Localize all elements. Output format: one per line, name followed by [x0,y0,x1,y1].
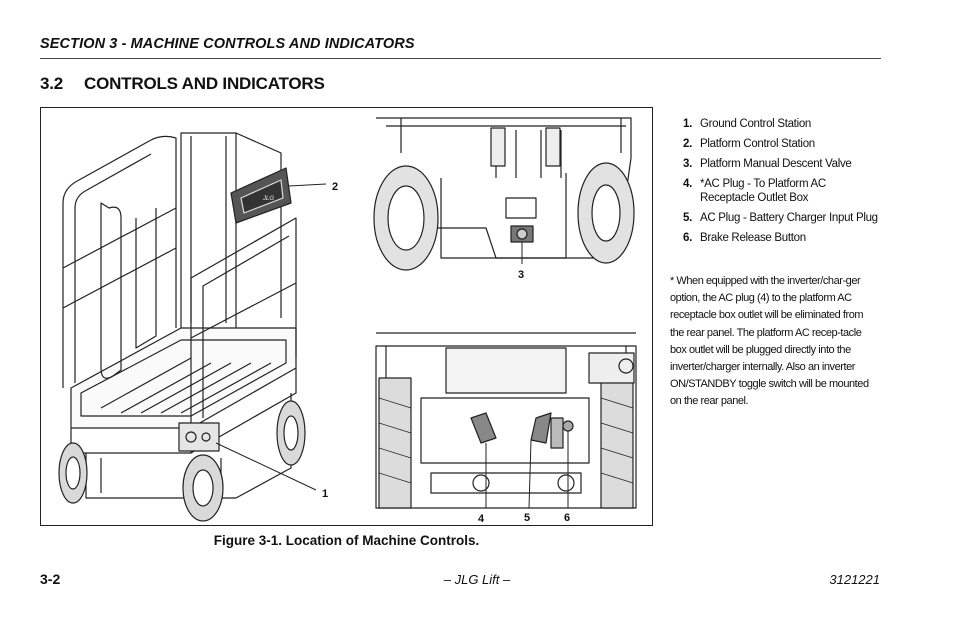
callout-5: 5 [524,512,530,524]
legend-item: 6. Brake Release Button [670,231,880,245]
legend-item-text: *AC Plug - To Platform AC Receptacle Out… [700,178,826,204]
legend-item-text: AC Plug - Battery Charger Input Plug [700,212,878,224]
legend-item-number: 1. [683,118,692,130]
legend-item: 2. Platform Control Station [670,137,880,151]
footer-center: – JLG Lift – [443,572,511,587]
callout-1: 1 [322,488,328,500]
legend-item: 3. Platform Manual Descent Valve [670,157,880,171]
legend-item-text: Brake Release Button [700,232,806,244]
legend-item-text: Platform Control Station [700,138,815,150]
legend-item-number: 2. [683,138,692,150]
document-number: 3121221 [829,572,880,587]
section-header: SECTION 3 - MACHINE CONTROLS AND INDICAT… [40,36,415,52]
callout-4: 4 [478,513,485,525]
callout-3: 3 [518,269,524,281]
header-rule [40,58,881,59]
legend-item-number: 6. [683,232,692,244]
legend-item: 1. Ground Control Station [670,117,880,131]
legend-item-text: Platform Manual Descent Valve [700,158,852,170]
page-number: 3-2 [40,571,61,587]
legend-list: 1. Ground Control Station 2. Platform Co… [670,117,880,251]
control-box-label: JLG [262,196,274,202]
machine-illustration: JLG [58,117,637,525]
figure-frame: JLG [40,107,653,526]
figure-caption: Figure 3-1. Location of Machine Controls… [213,533,480,548]
legend-item-number: 4. [683,178,692,190]
callout-6: 6 [564,512,570,524]
legend-item: 5. AC Plug - Battery Charger Input Plug [670,211,880,225]
legend-item: 4. *AC Plug - To Platform AC Receptacle … [670,177,880,205]
section-title-text: CONTROLS AND INDICATORS [84,74,325,93]
page-title: 3.2 CONTROLS AND INDICATORS [40,74,325,94]
legend-item-number: 5. [683,212,692,224]
callout-2: 2 [332,181,338,193]
legend-item-text: Ground Control Station [700,118,812,130]
legend-item-number: 3. [683,158,692,170]
section-number: 3.2 [40,74,64,93]
inverter-note: * When equipped with the inverter/char-g… [670,275,869,408]
